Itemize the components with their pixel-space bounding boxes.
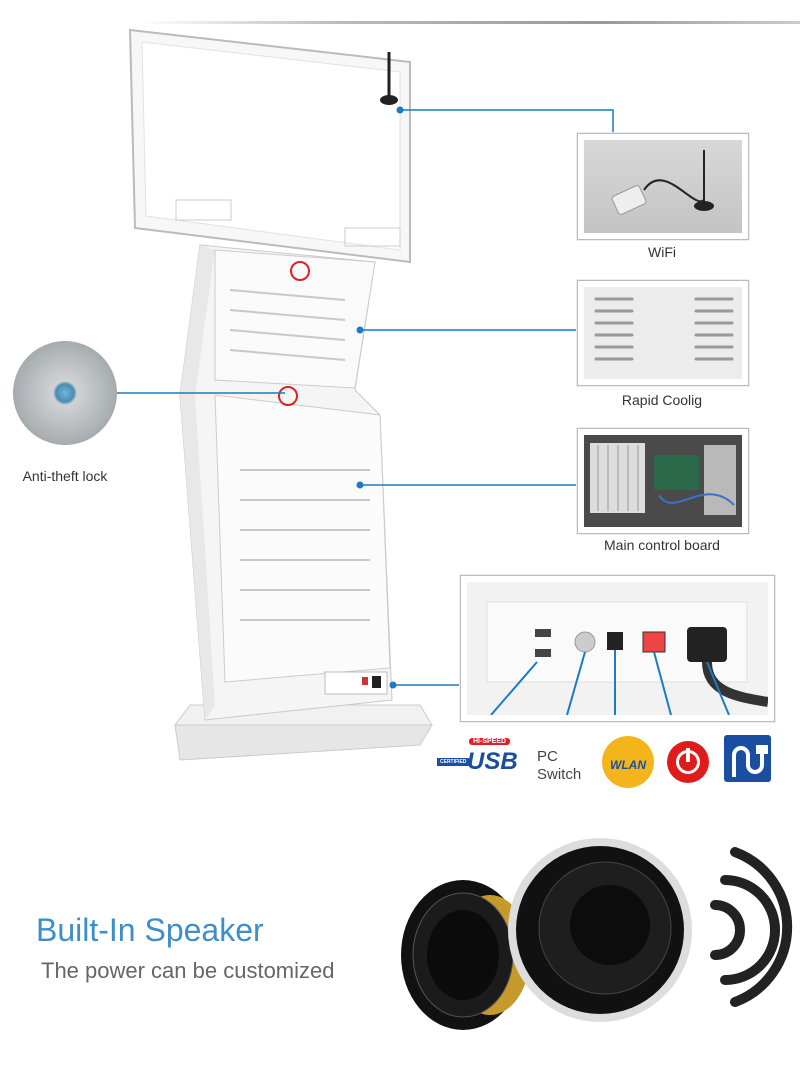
wlan-text: WLAN (610, 758, 646, 772)
ports-panel-image (467, 582, 768, 715)
speaker-subtitle: The power can be customized (41, 958, 335, 983)
wlan-icon: WLAN (602, 736, 654, 788)
pc-label: PC (537, 748, 558, 765)
lock-marker-upper (290, 261, 310, 281)
usb-certified-text: CERTIFIED (437, 758, 470, 766)
cooling-label: Rapid Coolig (621, 392, 703, 408)
switch-label: Switch (537, 766, 582, 783)
sound-waves-icon (710, 847, 793, 1007)
ports-image-box (460, 575, 775, 722)
wifi-callout-line (400, 109, 614, 133)
board-label: Main control board (604, 537, 720, 553)
board-image-box (577, 428, 749, 534)
anti-theft-lock-image (13, 341, 117, 445)
cooling-image-box (577, 280, 749, 386)
top-divider (140, 21, 800, 24)
speaker-title: Built-In Speaker (36, 912, 264, 948)
subwoofer (401, 880, 530, 1030)
wifi-dongle-image (611, 150, 714, 215)
cooling-vents-image (594, 297, 734, 361)
power-icon (667, 741, 709, 783)
usb-hi-speed-text: HI-SPEED (469, 738, 511, 745)
usb-text: USB (467, 748, 518, 775)
kiosk-port-panel (324, 671, 388, 695)
kiosk-illustration (115, 28, 614, 761)
speakers-image (401, 838, 793, 1030)
wifi-image-box (577, 133, 749, 240)
control-board-image (590, 443, 736, 515)
usb-icon: HI-SPEED CERTIFIED USB (437, 738, 519, 776)
woofer (508, 838, 692, 1022)
wifi-label: WiFi (648, 244, 676, 260)
lock-label: Anti-theft lock (22, 468, 108, 484)
power-plug-icon (724, 735, 771, 782)
lock-marker-lower (278, 386, 298, 406)
